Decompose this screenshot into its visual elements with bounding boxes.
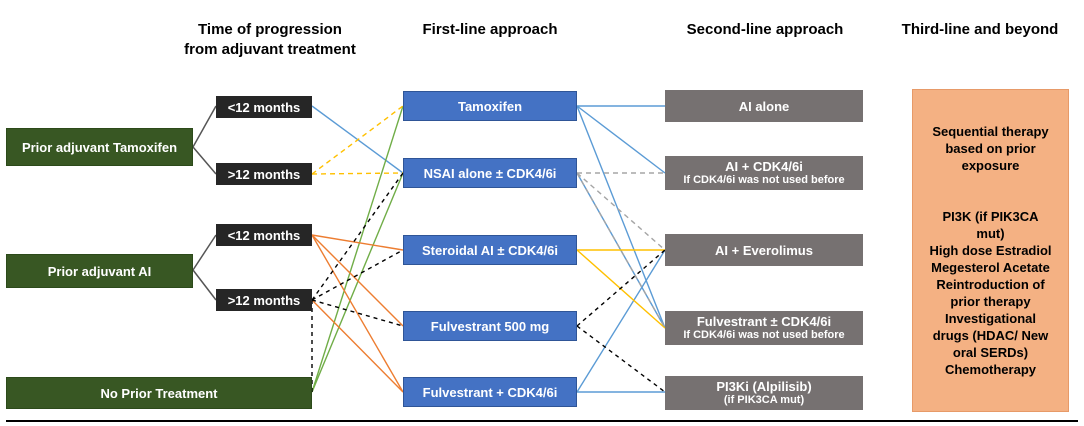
- prior-adjuvant-tamoxifen-box: Prior adjuvant Tamoxifen: [6, 128, 193, 166]
- black-gt12-steroidal: [311, 249, 404, 301]
- first-line-steroidal-ai-box: Steroidal AI ± CDK4/6i: [403, 235, 577, 265]
- header-time-line2: from adjuvant treatment: [184, 41, 356, 58]
- green-noprior-nsai: [311, 172, 404, 393]
- yellow-lines: [311, 105, 666, 329]
- gray-dashed-lines: [576, 172, 666, 329]
- orange-lt12-fulv500: [311, 234, 404, 327]
- blue-fulvcdk-evero: [576, 249, 666, 393]
- header-second-line: Second-line approach: [686, 21, 844, 38]
- gray-nsai-evero: [576, 172, 666, 251]
- second-line-pi3ki-box: PI3Ki (Alpilisib) (if PIK3CA mut): [665, 376, 863, 410]
- yellow-gt12-nsai: [311, 172, 404, 175]
- green-noprior-tam: [311, 105, 404, 393]
- header-time-of-progression: Time of progression from adjuvant treatm…: [150, 20, 390, 60]
- green-lines: [311, 105, 404, 393]
- third-line-top-text: Sequential therapy based on prior exposu…: [932, 124, 1049, 173]
- black-gt12-nsai: [311, 172, 404, 301]
- bracket-lines: [192, 105, 217, 301]
- blue-tam-fulvcdk: [576, 105, 666, 329]
- prior-adjuvant-ai-box: Prior adjuvant AI: [6, 254, 193, 288]
- bracket-ai-gt12: [192, 269, 217, 301]
- gray-aicdk-fulvcdk: [576, 172, 666, 329]
- prior-tamoxifen-label: Prior adjuvant Tamoxifen: [21, 139, 178, 155]
- orange-lines: [311, 234, 404, 393]
- orange-lt12-fulvcdk: [311, 234, 404, 393]
- second-line-ai-alone-box: AI alone: [665, 90, 863, 122]
- black-fulv500-pi3k: [576, 325, 666, 393]
- orange-gt12-fulvcdk: [311, 299, 404, 393]
- first-line-tamoxifen-box: Tamoxifen: [403, 91, 577, 121]
- time-lt12-tamoxifen-box: <12 months: [216, 96, 312, 118]
- second-line-ai-everolimus-box: AI + Everolimus: [665, 234, 863, 266]
- third-line-box: Sequential therapy based on prior exposu…: [912, 89, 1069, 412]
- second-line-fulvestrant-cdk-box: Fulvestrant ± CDK4/6i If CDK4/6i was not…: [665, 311, 863, 345]
- black-fulv500-evero: [576, 249, 666, 327]
- orange-lt12-steroidal: [311, 234, 404, 251]
- header-time-line1: Time of progression: [198, 21, 342, 38]
- header-first-line: First-line approach: [422, 21, 558, 38]
- bracket-tam-lt12: [192, 105, 217, 148]
- bracket-ai-lt12: [192, 234, 217, 271]
- time-gt12-tamoxifen-box: >12 months: [216, 163, 312, 185]
- black-dashed-lines: [311, 172, 666, 393]
- second-line-ai-cdk-box: AI + CDK4/6i If CDK4/6i was not used bef…: [665, 156, 863, 190]
- first-line-fulvestrant-cdk-box: Fulvestrant + CDK4/6i: [403, 377, 577, 407]
- third-line-list: PI3K (if PIK3CA mut) High dose Estradiol…: [929, 209, 1052, 377]
- first-line-nsai-box: NSAI alone ± CDK4/6i: [403, 158, 577, 188]
- header-third-line: Third-line and beyond: [901, 21, 1059, 38]
- no-prior-treatment-box: No Prior Treatment: [6, 377, 312, 409]
- yellow-steroidal-fulvcdk: [576, 249, 666, 329]
- bracket-tam-gt12: [192, 146, 217, 175]
- blue-tam-aicdk: [576, 105, 666, 174]
- time-gt12-ai-box: >12 months: [216, 289, 312, 311]
- time-lt12-ai-box: <12 months: [216, 224, 312, 246]
- first-line-fulvestrant-500-box: Fulvestrant 500 mg: [403, 311, 577, 341]
- no-prior-label: No Prior Treatment: [100, 385, 218, 401]
- yellow-gt12-tam: [311, 105, 404, 175]
- prior-ai-label: Prior adjuvant AI: [47, 263, 152, 279]
- bottom-rule: [6, 420, 1078, 422]
